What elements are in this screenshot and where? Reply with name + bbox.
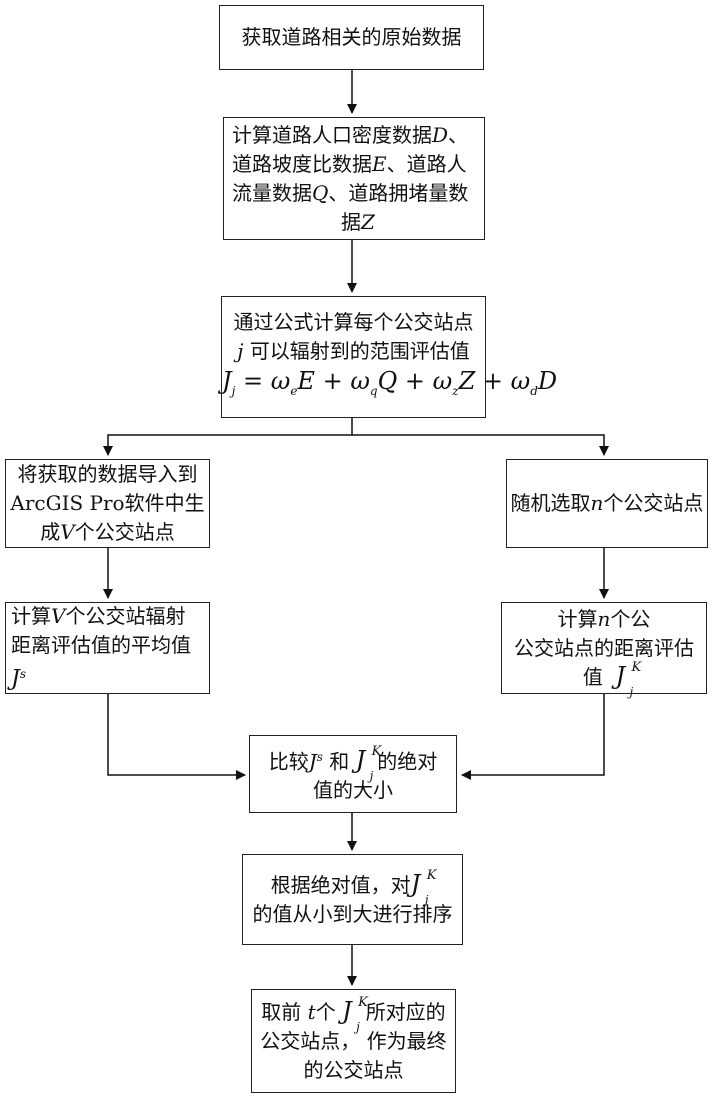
step-text-line: 通过公式计算每个公交站点 <box>222 308 485 337</box>
step-text-line: 将获取的数据导入到 <box>6 460 209 489</box>
step-text-line: 据Z <box>232 208 484 237</box>
step-random-select: 随机选取n个公交站点 <box>506 459 708 548</box>
step-text-line: 流量数据Q、道路拥堵量数 <box>232 179 484 208</box>
step-formula-evaluation: 通过公式计算每个公交站点 j 可以辐射到的范围评估值 Jj = ωeE + ωq… <box>221 296 486 418</box>
step-text-line: Js <box>11 660 209 694</box>
step-compute-road-data: 计算道路人口密度数据D、 道路坡度比数据E、道路人 流量数据Q、道路拥堵量数 据… <box>223 117 485 240</box>
step-text-line: 的公交站点 <box>252 1056 455 1085</box>
step-n-stations-eval: 计算n个公 公交站点的距离评估 值 JKj <box>501 602 707 694</box>
step-import-arcgis: 将获取的数据导入到 ArcGIS Pro软件中生 成V个公交站点 <box>5 459 210 548</box>
step-text-line: j 可以辐射到的范围评估值 <box>222 337 485 366</box>
step-text-line: ArcGIS Pro软件中生 <box>6 489 209 518</box>
j-k-symbol: JKj <box>616 664 626 688</box>
step-text-line: 比较Js 和 JKj的绝对 <box>250 743 456 777</box>
step-text-line: 根据绝对值，对JKj <box>243 871 462 900</box>
j-k-symbol: JKj <box>342 999 352 1023</box>
step-text-line: 随机选取n个公交站点 <box>507 489 707 518</box>
arrow-s7-s8 <box>462 694 604 775</box>
evaluation-formula: Jj = ωeE + ωqQ + ωzZ + ωdD <box>222 366 485 406</box>
arrow-s6-s8 <box>108 694 245 775</box>
arrow-s3-s5 <box>352 435 604 455</box>
step-text-line: 道路坡度比数据E、道路人 <box>232 150 484 179</box>
j-k-symbol: JKj <box>356 748 366 772</box>
step-select-top-t: 取前 t个 JKj所对应的 公交站点， 作为最终 的公交站点 <box>251 989 456 1093</box>
step-text-line: 计算道路人口密度数据D、 <box>232 121 484 150</box>
step-compare-absolute: 比较Js 和 JKj的绝对 值的大小 <box>249 735 457 813</box>
j-k-symbol: JKj <box>411 872 421 896</box>
step-text-line: 公交站点的距离评估 <box>502 634 706 663</box>
step-text-line: 的值从小到大进行排序 <box>243 900 462 929</box>
step-text-line: 值的大小 <box>250 776 456 805</box>
step-text-line: 计算V个公交站辐射 <box>11 602 209 631</box>
step-get-raw-data: 获取道路相关的原始数据 <box>219 5 484 70</box>
step-text-line: 距离评估值的平均值 <box>11 631 209 660</box>
step-sort-values: 根据绝对值，对JKj 的值从小到大进行排序 <box>242 854 463 945</box>
step-text-line: 计算n个公 <box>502 605 706 634</box>
step-average-radius: 计算V个公交站辐射 距离评估值的平均值 Js <box>5 602 210 694</box>
step-text-line: 取前 t个 JKj所对应的 <box>252 998 455 1027</box>
step-text-line: 公交站点， 作为最终 <box>252 1027 455 1056</box>
step-text-line: 成V个公交站点 <box>6 518 209 547</box>
arrow-s3-s4 <box>108 418 352 455</box>
step-text-line: 值 JKj <box>502 663 706 692</box>
step-text: 获取道路相关的原始数据 <box>220 23 483 52</box>
